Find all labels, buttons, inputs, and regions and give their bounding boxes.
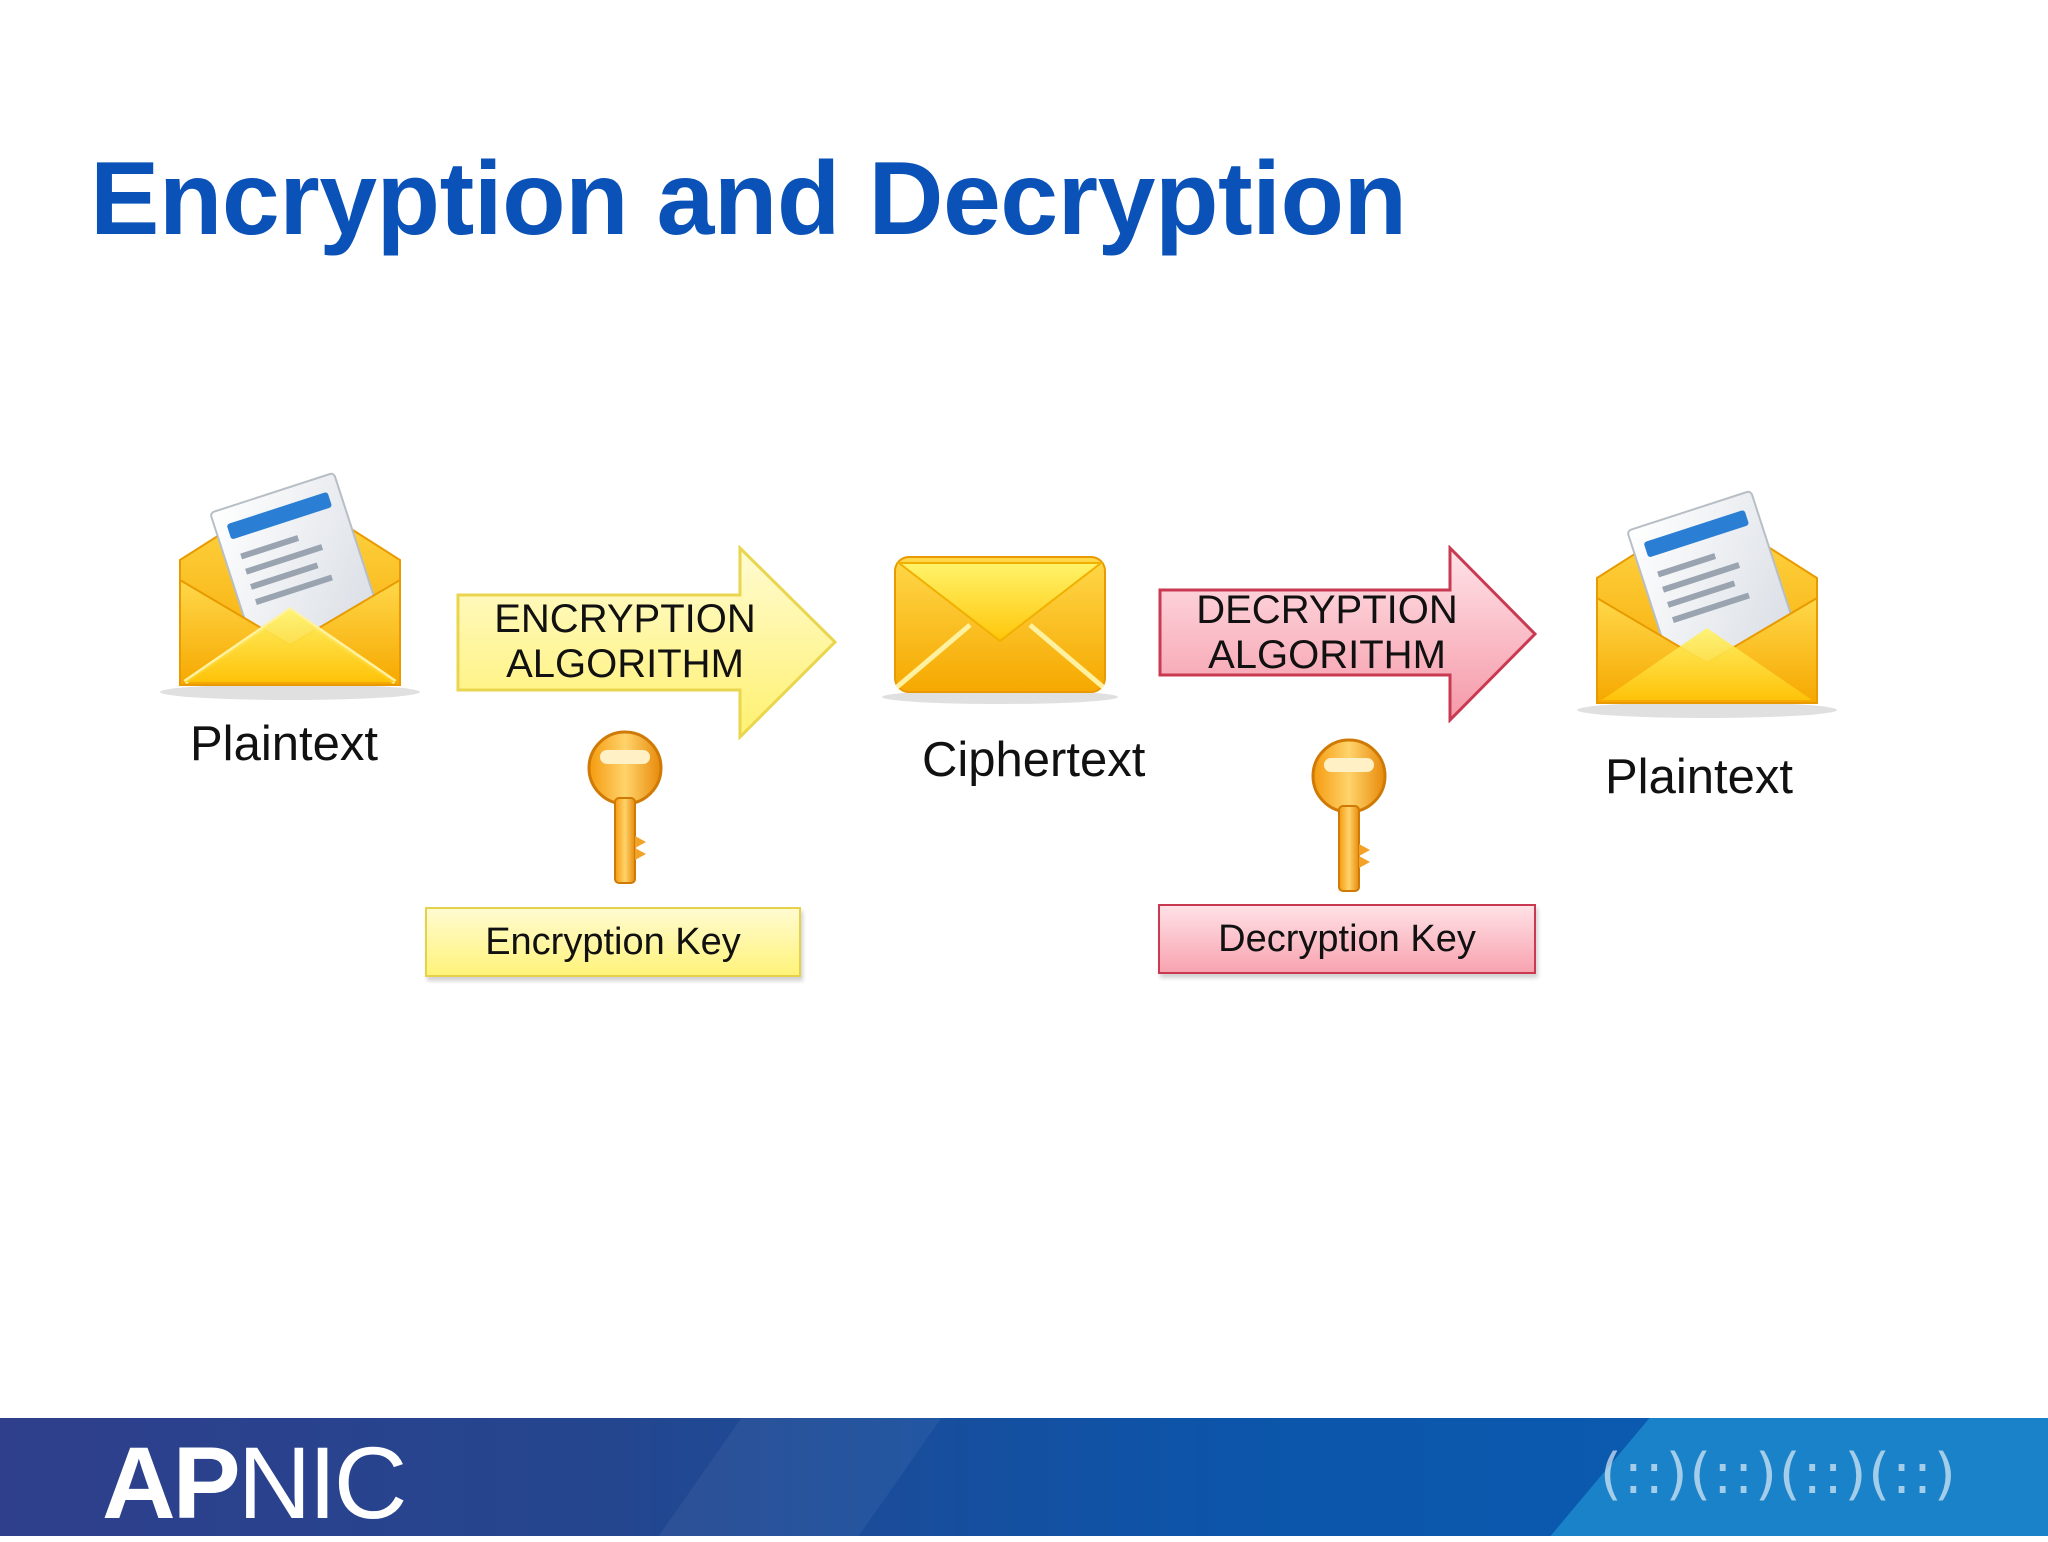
apnic-logo: APNIC	[102, 1425, 408, 1542]
key-icon	[587, 730, 663, 884]
decryption-arrow-line1: DECRYPTION	[1196, 588, 1458, 632]
decryption-arrow-line2: ALGORITHM	[1208, 632, 1446, 677]
encryption-key-box: Encryption Key	[425, 907, 801, 977]
decryption-arrow-text: DECRYPTION ALGORITHM	[1162, 588, 1492, 678]
encryption-arrow-line2: ALGORITHM	[506, 641, 744, 686]
slide-title: Encryption and Decryption	[90, 141, 1407, 257]
open-envelope-icon	[1577, 490, 1837, 718]
open-envelope-icon	[160, 472, 420, 700]
footer-stripe	[658, 1418, 942, 1536]
closed-envelope-icon	[882, 556, 1118, 704]
ciphertext-label: Ciphertext	[922, 733, 1146, 787]
encryption-arrow-text: ENCRYPTION ALGORITHM	[460, 597, 790, 687]
brand-ap: AP	[102, 1426, 241, 1540]
brand-mark-graphic: (::)(::)(::)(::)	[1600, 1442, 1958, 1507]
encryption-arrow	[456, 545, 838, 740]
encryption-arrow-line1: ENCRYPTION	[494, 597, 756, 641]
plaintext-right-label: Plaintext	[1605, 750, 1793, 804]
plaintext-left-label: Plaintext	[190, 717, 378, 771]
key-icon	[1311, 738, 1387, 892]
footer-bar	[0, 1418, 2048, 1536]
decryption-key-box: Decryption Key	[1158, 904, 1536, 974]
brand-nic: NIC	[237, 1426, 408, 1540]
decryption-arrow	[1158, 545, 1538, 723]
